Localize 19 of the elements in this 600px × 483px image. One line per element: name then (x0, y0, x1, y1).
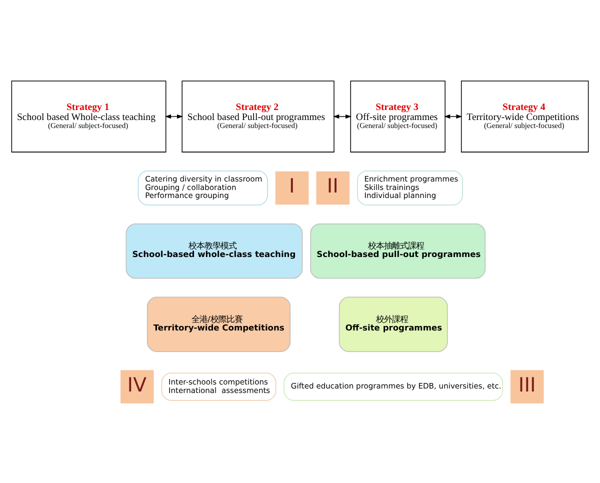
node-box: Strategy 1 School based Whole-class teaching (General/ subject-focused) (11, 80, 166, 152)
node-box: Strategy 2 School based Pull-out programmes (General/ subject-focused) (182, 80, 334, 152)
node-box: 校本抽離式課程 School-based pull-out programmes (310, 222, 486, 278)
node-box: III (510, 370, 544, 403)
node-box: Enrichment programmes Skills trainings Individual planning (357, 170, 463, 205)
node-box: II (316, 170, 350, 204)
node-box: Strategy 3 Off-site programmes (General/ subject-focused) (350, 80, 446, 152)
node-box: Catering diversity in classroom Grouping / collaboration Performance grouping (138, 170, 268, 205)
node-box: 全港/校際比賽 Territory-wide Competitions (146, 296, 291, 352)
node-box: 校本教學模式 School-based whole-class teaching (126, 222, 303, 278)
arrow (444, 114, 462, 118)
node-box: Strategy 4 Territory-wide Competitions (General/ subject-focused) (460, 80, 589, 152)
node-box: I (275, 170, 309, 204)
node-box: IV (120, 370, 154, 403)
node-box: 校外課程 Off-site programmes (338, 296, 448, 352)
node-box: Gifted education programmes by EDB, universities, etc. (284, 372, 503, 400)
arrow (333, 114, 352, 118)
node-box: Inter-schools competitions International assessments (161, 372, 276, 400)
arrow (165, 114, 184, 118)
